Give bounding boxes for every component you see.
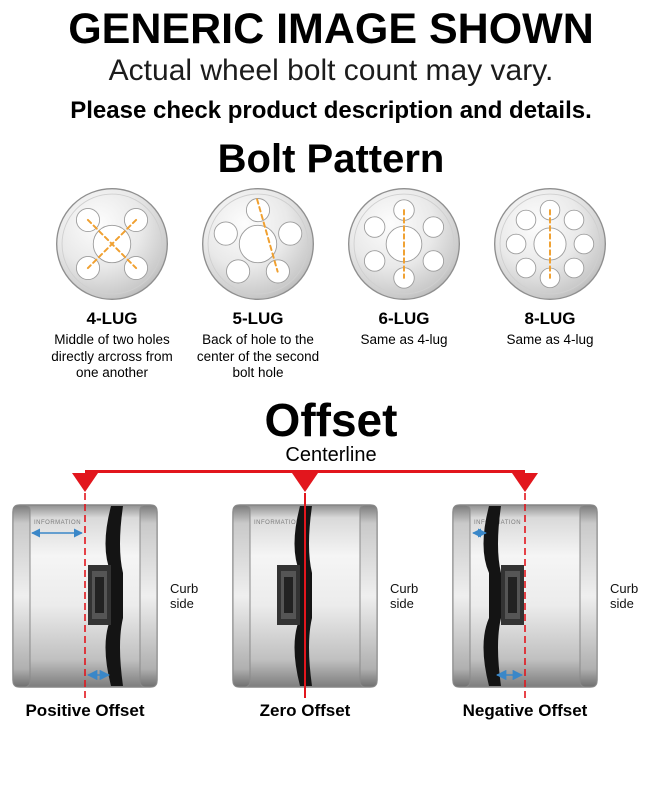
curb-side-label: Curb side: [610, 580, 639, 611]
offset-diagram-positive: INFORMATION Curb side: [0, 493, 220, 699]
curb-side-label: Curb side: [390, 580, 419, 611]
wheel-hub-6lug-icon: [348, 188, 460, 301]
page-subtitle: Actual wheel bolt count may vary.: [108, 54, 554, 88]
offset-diagrams-row: INFORMATION Curb side INFORMATION: [0, 493, 662, 699]
lug-label-8: 8-LUG: [524, 309, 576, 329]
centerline-assembly: [0, 470, 662, 493]
lug-desc-4: Middle of two holes directly arcross fro…: [51, 332, 173, 381]
wheel-cross-section-zero-offset-icon: INFORMATION: [232, 493, 378, 699]
wheel-hub-5lug-icon: [202, 188, 314, 301]
centerline-horizontal-line: [85, 470, 525, 474]
curb-side-label: Curb side: [170, 580, 199, 611]
negative-offset-label: Negative Offset: [462, 701, 588, 721]
lug-desc-8: Same as 4-lug: [506, 332, 594, 348]
positive-offset-label: Positive Offset: [25, 701, 145, 721]
bolt-pattern-5lug: 5-LUG Back of hole to the center of the …: [193, 186, 323, 381]
wheel-hub-8lug-icon: [494, 188, 606, 301]
bolt-pattern-row: 4-LUG Middle of two holes directly arcro…: [0, 186, 662, 381]
lug-desc-6: Same as 4-lug: [360, 332, 448, 348]
bolt-pattern-6lug: 6-LUG Same as 4-lug: [339, 186, 469, 381]
lug-desc-5: Back of hole to the center of the second…: [196, 332, 320, 381]
centerline-pointer-icon: [292, 473, 318, 493]
offset-diagram-negative: INFORMATION Curb side: [440, 493, 660, 699]
wheel-cross-section-positive-offset-icon: INFORMATION: [12, 493, 158, 699]
offset-labels-row: Positive Offset Zero Offset Negative Off…: [0, 701, 662, 721]
zero-offset-label: Zero Offset: [259, 701, 351, 721]
wheel-watermark-text: INFORMATION: [254, 520, 301, 526]
page-note: Please check product description and det…: [70, 97, 592, 125]
centerline-pointer-icon: [512, 473, 538, 493]
lug-label-6: 6-LUG: [378, 309, 430, 329]
centerline-pointer-icon: [72, 473, 98, 493]
bolt-pattern-4lug: 4-LUG Middle of two holes directly arcro…: [47, 186, 177, 381]
bolt-pattern-title: Bolt Pattern: [217, 137, 445, 182]
wheel-cross-section-negative-offset-icon: INFORMATION: [452, 493, 598, 699]
wheel-watermark-text: INFORMATION: [34, 520, 81, 526]
page-title: GENERIC IMAGE SHOWN: [68, 5, 594, 53]
offset-title: Offset: [264, 393, 398, 446]
centerline-label: Centerline: [285, 444, 377, 467]
offset-diagram-zero: INFORMATION Curb side: [220, 493, 440, 699]
wheel-hub-4lug-icon: [56, 188, 168, 301]
lug-label-5: 5-LUG: [232, 309, 284, 329]
lug-label-4: 4-LUG: [86, 309, 138, 329]
bolt-pattern-8lug: 8-LUG Same as 4-lug: [485, 186, 615, 381]
